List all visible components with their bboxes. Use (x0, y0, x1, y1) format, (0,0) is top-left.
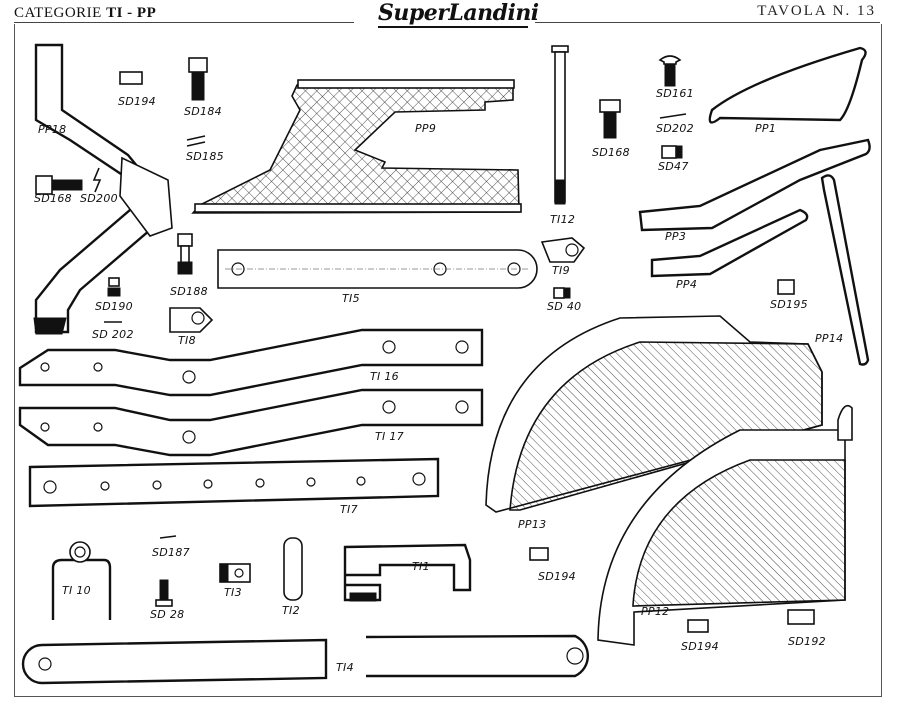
label-sd192: SD192 (788, 635, 826, 648)
label-ti9: TI9 (552, 264, 570, 277)
category-heading: CATEGORIE TI - PP (14, 5, 156, 22)
label-sd200: SD200 (80, 192, 118, 205)
label-sd184: SD184 (184, 105, 222, 118)
label-ti4: TI4 (336, 661, 354, 674)
label-sd28: SD 28 (150, 608, 185, 621)
label-sd194-top: SD194 (118, 95, 156, 108)
part-seat-drawings (638, 46, 871, 366)
part-pp9-drawing (191, 79, 522, 214)
label-sd161: SD161 (656, 87, 694, 100)
hardware-drawings (35, 45, 815, 633)
logo-underline (378, 26, 528, 28)
label-pp13: PP13 (518, 518, 547, 531)
label-pp1: PP1 (755, 122, 777, 135)
label-sd47: SD47 (658, 160, 689, 173)
label-sd188: SD188 (170, 285, 208, 298)
label-sd187: SD187 (152, 546, 190, 559)
category-code: TI - PP (106, 5, 157, 21)
plate-number: TAVOLA N. 13 (757, 3, 876, 19)
label-ti8: TI8 (178, 334, 196, 347)
part-pp18-drawing (33, 43, 173, 335)
label-pp18: PP18 (38, 123, 67, 136)
label-ti7: TI7 (340, 503, 358, 516)
label-sd202-right: SD202 (656, 122, 694, 135)
label-sd190: SD190 (95, 300, 133, 313)
label-sd194-mid: SD194 (538, 570, 576, 583)
label-pp3: PP3 (665, 230, 687, 243)
brand-logo: SuperLandini (378, 0, 539, 26)
label-sd195: SD195 (770, 298, 808, 311)
label-ti5: TI5 (342, 292, 360, 305)
label-sd194-bottom: SD194 (681, 640, 719, 653)
label-pp9: PP9 (415, 122, 437, 135)
part-fender-drawings (485, 315, 853, 646)
part-bar-drawings (18, 328, 484, 508)
label-ti16: TI 16 (370, 370, 399, 383)
label-sd168-left: SD168 (34, 192, 72, 205)
part-ti5-drawing (217, 249, 538, 289)
label-ti12: TI12 (550, 213, 576, 226)
label-ti1: TI1 (412, 560, 430, 573)
header-rule-right (535, 22, 880, 23)
label-pp14: PP14 (815, 332, 844, 345)
label-sd40: SD 40 (547, 300, 582, 313)
label-ti2: TI2 (282, 604, 300, 617)
label-ti3: TI3 (224, 586, 242, 599)
label-pp12: PP12 (641, 605, 670, 618)
part-lower-drawings (21, 537, 589, 685)
label-sd202-left: SD 202 (92, 328, 134, 341)
label-ti17: TI 17 (375, 430, 404, 443)
category-prefix: CATEGORIE (14, 5, 102, 21)
label-ti10: TI 10 (62, 584, 91, 597)
plate-frame (14, 24, 882, 697)
header-rule-left (14, 22, 354, 23)
label-sd185: SD185 (186, 150, 224, 163)
label-sd168-right: SD168 (592, 146, 630, 159)
label-pp4: PP4 (676, 278, 698, 291)
